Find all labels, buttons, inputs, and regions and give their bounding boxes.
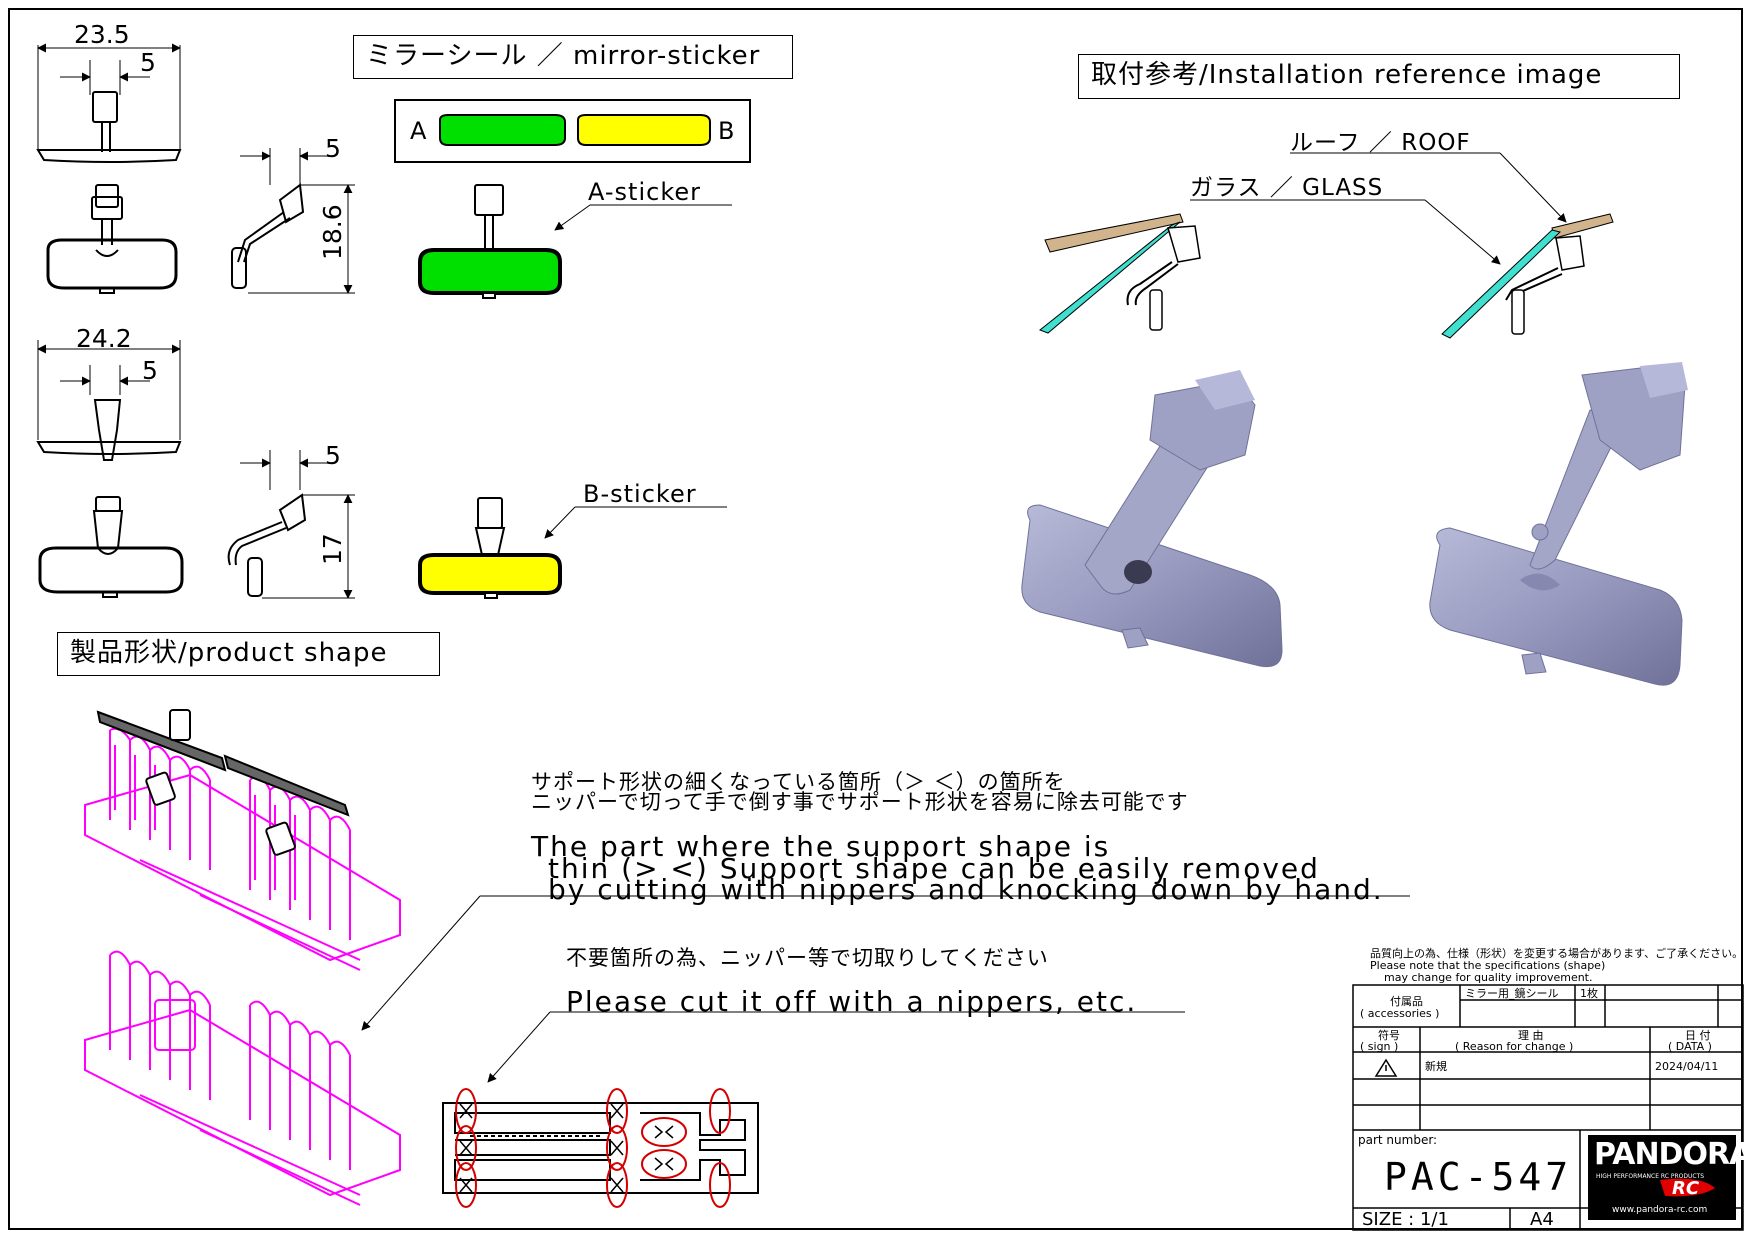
support-note-jp-line2: ニッパーで切って手で倒す事でサポート形状を容易に除去可能です: [531, 790, 1189, 814]
installation-leaders: [1190, 152, 1567, 265]
installation-glass-left: [1038, 213, 1201, 334]
cut-note-jp: 不要箇所の為、ニッパー等で切取りしてください: [566, 946, 1049, 970]
logo-url: www.pandora-rc.com: [1612, 1205, 1708, 1215]
logo-rc-text: RC: [1672, 1178, 1700, 1199]
cut-marks: [455, 1088, 731, 1208]
part-number: PAC-547: [1384, 1155, 1573, 1199]
mirror-a-top-view: [36, 43, 182, 163]
sign-label-jp: 符号: [1378, 1029, 1400, 1042]
glass-label: ガラス ／ GLASS: [1190, 175, 1384, 201]
dim-side-offset-bottom: 5: [325, 441, 341, 470]
mirror-b-side-view: [227, 450, 355, 599]
accessory-item: ミラー用_鏡シール: [1465, 987, 1559, 1000]
accessories-label-jp: 付属品: [1390, 995, 1423, 1008]
dim-top-width: 23.5: [74, 20, 130, 49]
sticker-a-letter: A: [410, 117, 427, 145]
render-left-mirror: [1021, 370, 1283, 668]
warning-triangle-icon: [1374, 1058, 1398, 1077]
logo-sub-text: HIGH PERFORMANCE RC PRODUCTS: [1596, 1173, 1705, 1180]
support-note-en-line2: thin (> <) Support shape can be easily r…: [548, 852, 1320, 885]
mirror-a-front-view: [46, 184, 178, 294]
support-note-leader: [361, 895, 481, 1031]
cut-note-en: Please cut it off with a nippers, etc.: [566, 985, 1138, 1018]
support-note-jp-line1: サポート形状の細くなっている箇所（＞ ＜）の箇所を: [531, 770, 1066, 794]
notice-jp: 品質向上の為、仕様（形状）を変更する場合があります、ご了承ください。: [1370, 947, 1744, 960]
accessories-label-en: ( accessories ): [1360, 1007, 1440, 1020]
part-number-label: part number:: [1358, 1133, 1438, 1147]
sticker-b-shape: [577, 114, 711, 146]
revision-date: 2024/04/11: [1655, 1060, 1719, 1073]
title-block-grid: [1352, 984, 1744, 1231]
dim-top-height: 18.6: [318, 204, 347, 260]
date-label-jp: 日 付: [1685, 1029, 1711, 1042]
drawing-sheet: [8, 8, 1743, 1230]
pandora-logo-swoosh: [1660, 1178, 1715, 1197]
accessory-qty: 1枚: [1580, 987, 1598, 1000]
installation-glass-right: [1441, 213, 1614, 339]
size-label: SIZE : 1/1: [1362, 1209, 1449, 1230]
cut-note-leader: [487, 1011, 551, 1083]
mirror-b-front-view: [38, 496, 184, 598]
b-sticker-label: B-sticker: [583, 480, 697, 508]
reason-label-jp: 理 由: [1518, 1029, 1544, 1042]
sticker-a-shape: [439, 114, 566, 146]
mirror-sticker-title: ミラーシール ／ mirror-sticker: [353, 35, 793, 79]
notice-en-line2: may change for quality improvement.: [1384, 971, 1593, 984]
dim-side-offset-top: 5: [325, 134, 341, 163]
support-note-en-line3: by cutting with nippers and knocking dow…: [548, 873, 1384, 906]
dim-bottom-offset: 5: [142, 356, 158, 385]
mirror-b-with-sticker: [418, 497, 727, 599]
logo-main-text: PANDORA: [1594, 1137, 1752, 1172]
revision-reason: 新規: [1425, 1060, 1447, 1073]
sign-label-en: ( sign ): [1360, 1040, 1399, 1053]
support-note-en-line1: The part where the support shape is: [531, 830, 1111, 863]
sticker-b-letter: B: [718, 117, 735, 145]
mirror-a-with-sticker: [418, 184, 732, 299]
pandora-logo-box: [1588, 1135, 1736, 1220]
product-mirrors-on-supports: [96, 709, 350, 856]
product-shape-with-mirrors: [84, 727, 401, 971]
product-shape-title: 製品形状/product shape: [57, 632, 440, 676]
installation-reference-title: 取付参考/Installation reference image: [1078, 54, 1680, 99]
product-shape-supports-only: [84, 950, 401, 1206]
roof-label: ルーフ ／ ROOF: [1290, 130, 1471, 156]
support-top-view: [442, 1102, 759, 1194]
notice-en-line1: Please note that the specifications (sha…: [1370, 959, 1606, 972]
mirror-b-top-view: [36, 340, 182, 461]
cut-mark-glyphs: [459, 1103, 674, 1193]
dim-bottom-width: 24.2: [76, 324, 132, 353]
reason-label-en: ( Reason for change ): [1455, 1040, 1574, 1053]
dim-bottom-height: 17: [318, 533, 347, 565]
render-right-mirror: [1429, 362, 1688, 686]
mirror-a-side-view: [231, 148, 355, 294]
dim-top-offset: 5: [140, 48, 156, 77]
date-label-en: ( DATA ): [1668, 1040, 1712, 1053]
a-sticker-label: A-sticker: [588, 178, 702, 206]
paper-label: A4: [1530, 1209, 1554, 1230]
